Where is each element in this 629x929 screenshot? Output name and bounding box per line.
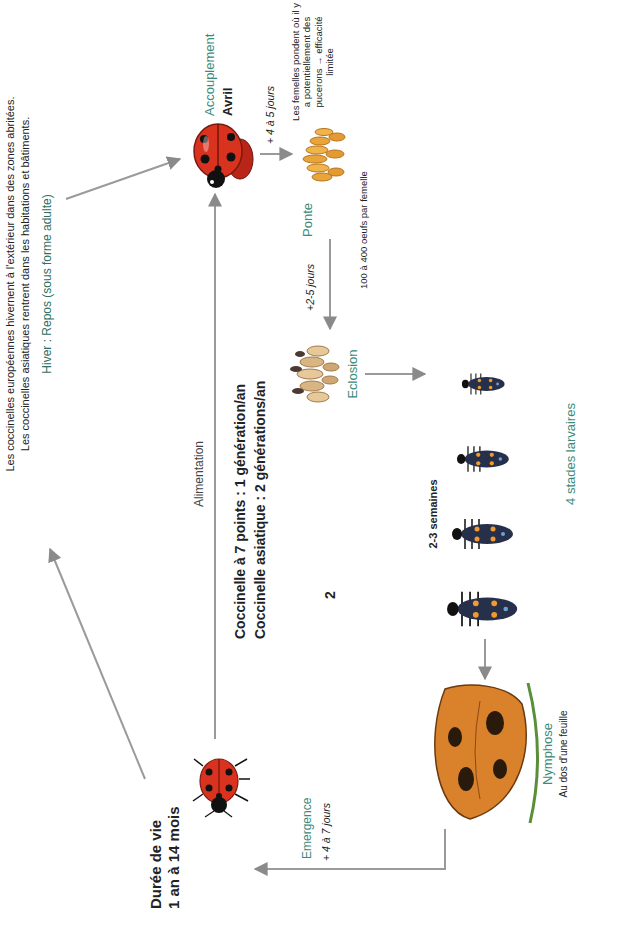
larva (462, 374, 505, 395)
hatching-eggs (292, 388, 304, 394)
ladybug-pair (203, 136, 209, 152)
cycle-arrow (66, 159, 180, 199)
stage-group: Eclosion (285, 329, 365, 419)
stage-detail: Avril (220, 4, 236, 116)
adult-ladybug (206, 785, 213, 792)
winter-note: Les coccinelles européennes hivernent à … (4, 19, 66, 549)
cycle-arrow (255, 829, 445, 869)
pupa (528, 683, 538, 823)
stage-group: NymphoseAu dos d'une feuille (425, 679, 590, 829)
hatching-eggs (323, 363, 339, 371)
stage-detail: 4 stades larvaires (563, 369, 579, 539)
arrow-label: Alimentation (192, 439, 206, 509)
larva-stages (447, 374, 517, 627)
ladybug-pair (227, 133, 235, 141)
ladybug-pair (215, 166, 222, 173)
stage-label: 2-3 semaines (427, 449, 440, 579)
ladybug-pair (210, 180, 214, 184)
adult-ladybug (211, 797, 227, 813)
duration-label: + 4 à 7 jours (320, 781, 333, 861)
larva (452, 519, 513, 549)
pupa (435, 685, 526, 819)
stage-label: Les coccinelles européennes hivernent à … (4, 19, 17, 549)
arrow-label: Emergence (300, 796, 314, 861)
egg-cluster (326, 150, 344, 158)
egg-cluster (328, 168, 344, 176)
adult-ladybug (235, 794, 248, 801)
stage-label: Ponte (300, 187, 316, 237)
adult-ladybug (206, 769, 213, 776)
arrow-label: + 4 à 5 jours (264, 84, 277, 146)
arrow-label: +2-5 jours (304, 262, 317, 313)
cycle-arrow (484, 639, 486, 679)
generation-note: Coccinelle à 7 points : 1 génération/an (232, 199, 249, 639)
page-number: 2 (322, 579, 339, 599)
stage-label: Nymphose (540, 679, 556, 829)
pupa (486, 711, 504, 735)
hatching-eggs (307, 392, 329, 402)
cycle-arrow (329, 239, 331, 329)
egg-cluster (307, 164, 329, 172)
pupa (435, 683, 538, 823)
pupa (448, 727, 462, 747)
egg-cluster (303, 129, 345, 182)
ladybug-pair (201, 155, 210, 164)
adult-ladybug (239, 778, 250, 780)
ladybug-pair (194, 124, 242, 178)
ladybug-pair (227, 153, 236, 162)
hatching-eggs (300, 381, 324, 391)
hatching-eggs (322, 376, 338, 384)
adult-ladybug (205, 811, 214, 817)
stage-detail: Les coccinelles asiatiques rentrent dans… (19, 19, 32, 549)
cycle-arrow (50, 549, 145, 779)
cycle-arrow (214, 194, 216, 739)
hatching-eggs (290, 366, 302, 372)
larva (447, 592, 517, 627)
stage-group: 2-3 semaines 4 stades larvaires (425, 349, 585, 639)
generation-note: Coccinelle asiatique : 2 générations/an (252, 199, 269, 639)
hatching-eggs (307, 346, 329, 356)
egg-cluster (306, 146, 328, 154)
pupa (493, 759, 507, 779)
pupa (475, 701, 480, 799)
hatching-eggs (295, 351, 305, 357)
adult-ladybug (193, 794, 203, 801)
hatching-eggs (290, 346, 339, 402)
adult-ladybug (235, 759, 247, 766)
stage-group: Durée de vie1 an à 14 mois (145, 739, 255, 909)
note: Les femelles pondent où il y a potentiel… (290, 3, 336, 121)
cycle-arrow (260, 153, 292, 155)
ladybug-pair (207, 170, 225, 188)
adult-ladybug (194, 759, 203, 766)
egg-cluster (310, 137, 330, 145)
stage-group: AccouplementAvril (180, 2, 260, 194)
stage-detail: Hiver : Repos (sous forme adulte) (40, 19, 54, 549)
egg-cluster (303, 155, 327, 163)
stage-label: Eclosion (345, 329, 361, 419)
pupa (458, 767, 474, 791)
stage-group: Ponte (292, 124, 350, 239)
hatching-eggs (300, 357, 324, 367)
egg-cluster (329, 133, 345, 141)
adult-ladybug (216, 793, 222, 799)
egg-count: 100 à 400 oeufs par femelle (358, 139, 369, 289)
adult-ladybug (226, 769, 233, 776)
stage-detail: Au dos d'une feuille (558, 679, 570, 829)
stage-label: Accouplement (202, 4, 218, 116)
stage-detail: 1 an à 14 mois (165, 769, 183, 909)
adult-ladybug (224, 811, 232, 817)
adult-ladybug (193, 759, 250, 817)
larva (457, 446, 509, 472)
adult-ladybug (226, 785, 233, 792)
ladybug-pair (194, 124, 253, 188)
adult-ladybug (200, 759, 238, 803)
cycle-arrow (365, 373, 425, 375)
stage-label: Durée de vie (147, 769, 165, 909)
